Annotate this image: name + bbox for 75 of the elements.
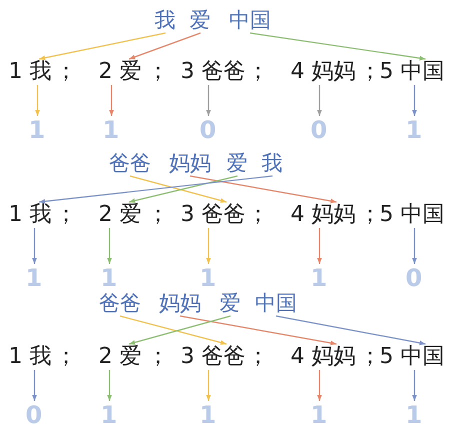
arrow [317, 85, 322, 116]
arrow [107, 370, 112, 401]
arrow [39, 175, 273, 204]
count-value: 1 [26, 266, 42, 290]
arrow [107, 228, 112, 264]
vocabulary-entry: 2 爱 [98, 204, 142, 226]
vocabulary-entry: 4 妈妈 [290, 61, 356, 83]
count-value: 0 [26, 403, 42, 427]
arrow [35, 85, 40, 116]
arrow [32, 370, 37, 401]
vocabulary-entry: 3 爸爸 [180, 61, 246, 83]
arrow [206, 85, 211, 116]
arrow [412, 228, 417, 264]
separator: ； [55, 61, 77, 83]
arrow [38, 32, 166, 60]
sentence-word: 爱 [220, 292, 240, 314]
sentence-word: 爱 [226, 152, 248, 174]
arrow [206, 228, 211, 264]
separator: ； [147, 204, 169, 226]
separator: ； [359, 61, 381, 83]
separator: ； [55, 204, 77, 226]
sentence-word: 爸爸 [109, 152, 151, 174]
separator: ； [147, 346, 169, 368]
vocabulary-entry: 3 爸爸 [180, 346, 246, 368]
vocabulary-entry: 2 爱 [98, 61, 142, 83]
sentence-word: 我 [262, 152, 282, 174]
vocabulary-entry: 1 我 [8, 61, 52, 83]
arrow [317, 228, 322, 264]
vocabulary-entry: 5 中国 [380, 61, 444, 83]
arrow [250, 32, 426, 60]
separator: ； [359, 346, 381, 368]
vocabulary-entry: 1 我 [8, 346, 52, 368]
sentence-word: 爱 [190, 10, 210, 30]
arrow [412, 370, 417, 401]
count-value: 1 [200, 403, 216, 427]
vocabulary-entry: 4 妈妈 [290, 204, 356, 226]
arrow [276, 315, 426, 346]
sentence-word: 我 [154, 10, 176, 30]
count-value: 1 [28, 118, 46, 142]
count-value: 0 [406, 266, 422, 290]
vocabulary-entry: 3 爸爸 [180, 204, 246, 226]
arrow [128, 32, 201, 60]
sentence-word: 妈妈 [169, 152, 211, 174]
count-value: 0 [310, 118, 328, 142]
count-value: 1 [100, 403, 118, 427]
vocabulary-entry: 2 爱 [98, 346, 142, 368]
count-value: 1 [310, 266, 328, 290]
arrow [109, 85, 114, 116]
vocabulary-entry: 5 中国 [380, 204, 444, 226]
separator: ； [359, 204, 381, 226]
arrow [317, 370, 322, 401]
count-value: 1 [406, 118, 422, 142]
separator: ； [247, 204, 269, 226]
sentence-word: 爸爸 [99, 292, 141, 314]
separator: ； [247, 346, 269, 368]
sentence-word: 中国 [229, 10, 271, 30]
separator: ； [55, 346, 77, 368]
separator: ； [147, 61, 169, 83]
sentence-word: 妈妈 [159, 292, 201, 314]
count-value: 1 [406, 403, 422, 427]
count-value: 1 [100, 266, 118, 290]
separator: ； [247, 61, 269, 83]
count-value: 1 [310, 403, 328, 427]
arrow [32, 228, 37, 264]
vocabulary-entry: 4 妈妈 [290, 346, 356, 368]
arrow [180, 315, 337, 346]
arrow [206, 370, 211, 401]
vocabulary-entry: 5 中国 [380, 346, 444, 368]
vocabulary-entry: 1 我 [8, 204, 52, 226]
arrow [190, 175, 337, 204]
count-value: 0 [200, 118, 216, 142]
sentence-word: 中国 [255, 292, 297, 314]
count-value: 1 [102, 118, 120, 142]
arrow [412, 85, 417, 116]
count-value: 1 [200, 266, 216, 290]
